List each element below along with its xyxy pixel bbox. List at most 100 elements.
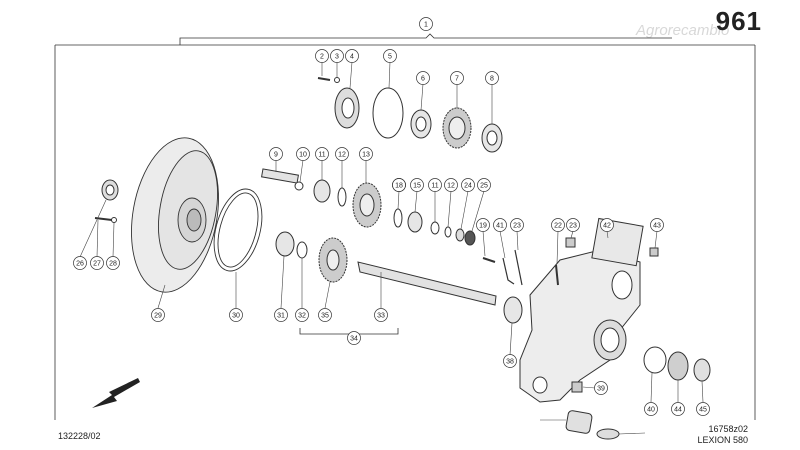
callout-circle: [330, 49, 344, 63]
callout-31: 31: [274, 308, 288, 322]
callout-circle: [493, 218, 507, 232]
callout-label: 35: [321, 313, 329, 320]
bearing-29: [275, 231, 295, 257]
callout-circle: [335, 147, 349, 161]
callout-label: 4: [350, 54, 354, 61]
callout-26: 26: [73, 256, 87, 270]
callout-32: 32: [295, 308, 309, 322]
callout-circle: [503, 354, 517, 368]
callout-45: 45: [696, 402, 710, 416]
callout-label: 2: [320, 54, 324, 61]
callout-25: 25: [477, 178, 491, 192]
callout-24: 24: [461, 178, 475, 192]
plug-39: [667, 351, 689, 381]
callout-label: 26: [76, 261, 84, 268]
callout-label: 29: [154, 313, 162, 320]
callout-circle: [476, 218, 490, 232]
callout-label: 11: [431, 183, 438, 190]
callout-circle: [318, 308, 332, 322]
callout-circle: [671, 402, 685, 416]
group-bracket-1: [179, 33, 672, 45]
ring-12b: [393, 208, 403, 228]
callout-label: 9: [274, 152, 278, 159]
bolt-2: [317, 77, 331, 81]
callout-circle: [600, 218, 614, 232]
callout-39: 39: [594, 381, 608, 395]
callout-circle: [594, 381, 608, 395]
callout-40: 40: [644, 402, 658, 416]
callout-11: 11: [428, 178, 442, 192]
callout-label: 5: [388, 54, 392, 61]
callout-label: 30: [232, 313, 240, 320]
callout-33: 33: [374, 308, 388, 322]
callout-label: 44: [674, 407, 682, 414]
callout-label: 7: [455, 76, 459, 83]
callout-8: 8: [485, 71, 499, 85]
callout-label: 11: [318, 152, 325, 159]
callout-label: 40: [647, 407, 655, 414]
gasket-5: [372, 87, 404, 139]
callout-circle: [106, 256, 120, 270]
callout-label: 8: [490, 76, 494, 83]
callout-label: 1: [424, 22, 428, 29]
callout-label: 34: [350, 336, 358, 343]
bearing-11b: [407, 211, 423, 233]
callout-label: 23: [569, 223, 577, 230]
callout-label: 23: [513, 223, 521, 230]
callout-circle: [295, 308, 309, 322]
housing-27: [131, 137, 219, 293]
callout-29: 29: [151, 308, 165, 322]
callout-18: 18: [392, 178, 406, 192]
plug-34: [571, 381, 583, 393]
ring-30: [296, 241, 308, 259]
callout-circle: [410, 178, 424, 192]
callout-label: 25: [480, 183, 488, 190]
callout-13: 13: [359, 147, 373, 161]
callout-34: 34: [347, 331, 361, 345]
callout-label: 12: [447, 183, 455, 190]
callout-label: 43: [653, 223, 661, 230]
callout-label: 45: [699, 407, 707, 414]
callout-circle: [296, 147, 310, 161]
callout-23: 23: [510, 218, 524, 232]
callout-label: 42: [603, 223, 611, 230]
callout-9: 9: [269, 147, 283, 161]
ring-10: [294, 181, 304, 191]
callout-circle: [416, 71, 430, 85]
bolt-23a: [565, 237, 576, 248]
callout-5: 5: [383, 49, 397, 63]
pin-19: [514, 249, 523, 286]
callout-circle: [650, 218, 664, 232]
callout-label: 31: [277, 313, 285, 320]
callout-23: 23: [566, 218, 580, 232]
watermark: Agrorecambio: [636, 22, 730, 39]
callout-27: 27: [90, 256, 104, 270]
ring-12: [337, 187, 347, 207]
callout-label: 12: [338, 152, 346, 159]
bearing-33: [503, 296, 523, 324]
callout-circle: [450, 71, 464, 85]
callout-circle: [274, 308, 288, 322]
ring-15: [430, 221, 440, 235]
callout-label: 38: [506, 359, 514, 366]
callout-12: 12: [444, 178, 458, 192]
callout-circle: [444, 178, 458, 192]
callout-30: 30: [229, 308, 243, 322]
callout-38: 38: [503, 354, 517, 368]
callout-3: 3: [330, 49, 344, 63]
callout-circle: [315, 147, 329, 161]
bolt-23b: [649, 247, 659, 257]
callout-circle: [347, 331, 361, 345]
pin-41: [555, 264, 559, 286]
callout-circle: [359, 147, 373, 161]
callout-label: 3: [335, 54, 339, 61]
callout-circle: [269, 147, 283, 161]
callout-circle: [90, 256, 104, 270]
drawing-ref-left: 132228/02: [58, 431, 101, 441]
callout-4: 4: [345, 49, 359, 63]
bushing-44: [565, 410, 593, 434]
callout-label: 19: [479, 223, 487, 230]
callout-44: 44: [671, 402, 685, 416]
callout-label: 10: [299, 152, 307, 159]
